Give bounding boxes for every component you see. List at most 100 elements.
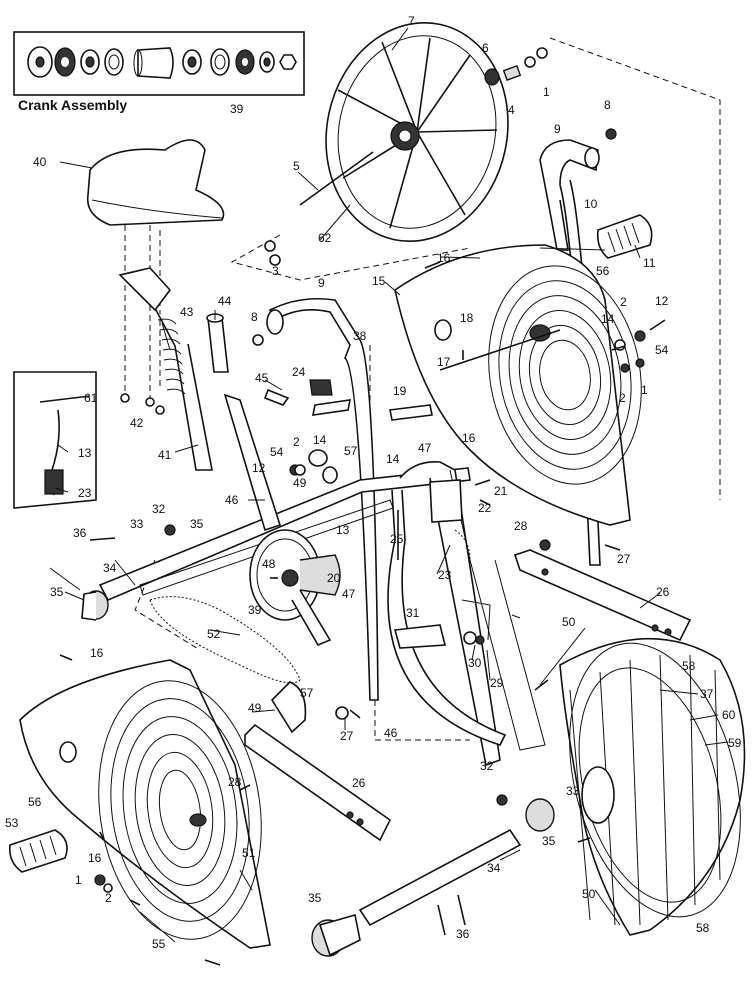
part-label-16: 16 [462, 431, 476, 445]
part-label-49: 49 [248, 701, 262, 715]
main-frame [81, 393, 546, 767]
part-label-38: 38 [353, 329, 367, 343]
part-label-40: 40 [33, 155, 47, 169]
leader-lines [49, 27, 729, 943]
part-label-35: 35 [190, 517, 204, 531]
part-label-3: 3 [272, 264, 279, 278]
part-label-1: 1 [641, 383, 648, 397]
part-label-16: 16 [437, 251, 451, 265]
part-label-36: 36 [456, 927, 470, 941]
crank-assembly-parts [27, 46, 297, 79]
part-label-27: 27 [617, 552, 631, 566]
part-label-49: 49 [293, 476, 307, 490]
part-label-37: 37 [700, 687, 714, 701]
part-label-35: 35 [308, 891, 322, 905]
seat-post [155, 309, 264, 471]
part-label-28: 28 [228, 775, 242, 789]
part-label-34: 34 [103, 561, 117, 575]
fasteners [59, 261, 666, 966]
right-shroud [394, 244, 642, 526]
part-label-36: 36 [73, 526, 87, 540]
flywheel-hardware [264, 47, 617, 266]
part-label-13: 13 [336, 523, 350, 537]
part-label-54: 54 [270, 445, 284, 459]
left-handlebar [266, 297, 379, 701]
part-label-46: 46 [225, 493, 239, 507]
part-label-56: 56 [596, 264, 610, 278]
left-crank-arm [244, 681, 392, 842]
part-label-47: 47 [418, 441, 432, 455]
part-label-2: 2 [620, 295, 627, 309]
part-label-39: 39 [248, 603, 262, 617]
part-label-22: 22 [478, 501, 492, 515]
part-label-46: 46 [384, 726, 398, 740]
fan-wheel [559, 637, 746, 936]
part-label-16: 16 [90, 646, 104, 660]
part-label-14: 14 [601, 312, 615, 326]
part-label-10: 10 [584, 197, 598, 211]
part-label-42: 42 [130, 416, 144, 430]
part-label-31: 31 [406, 606, 420, 620]
part-label-48: 48 [262, 557, 276, 571]
part-label-33: 33 [130, 517, 144, 531]
part-label-58: 58 [696, 921, 710, 935]
part-label-16: 16 [88, 851, 102, 865]
part-label-23: 23 [438, 568, 452, 582]
part-label-53: 53 [5, 816, 19, 830]
part-label-17: 17 [437, 355, 451, 369]
part-label-24: 24 [292, 365, 306, 379]
part-label-50: 50 [562, 615, 576, 629]
part-label-61: 61 [84, 391, 98, 405]
part-label-55: 55 [152, 937, 166, 951]
part-label-35: 35 [50, 585, 64, 599]
left-pedal [8, 829, 113, 893]
part-label-18: 18 [460, 311, 474, 325]
part-label-27: 27 [340, 729, 354, 743]
part-label-26: 26 [656, 585, 670, 599]
part-label-13: 13 [78, 446, 92, 460]
part-label-5: 5 [293, 159, 300, 173]
part-label-47: 47 [342, 587, 356, 601]
part-label-45: 45 [255, 371, 269, 385]
front-bracket [393, 599, 491, 649]
part-label-58: 58 [682, 659, 696, 673]
part-label-2: 2 [619, 391, 626, 405]
part-label-12: 12 [655, 294, 669, 308]
front-stabilizer [311, 798, 555, 957]
part-label-59: 59 [728, 736, 742, 750]
part-label-50: 50 [582, 887, 596, 901]
part-label-29: 29 [490, 676, 504, 690]
part-label-32: 32 [480, 759, 494, 773]
part-label-19: 19 [393, 384, 407, 398]
part-label-14: 14 [313, 433, 327, 447]
part-label-4: 4 [508, 103, 515, 117]
part-label-8: 8 [251, 310, 258, 324]
part-label-35: 35 [542, 834, 556, 848]
part-label-62: 62 [318, 231, 332, 245]
part-label-26: 26 [352, 776, 366, 790]
tension-cable-inset [13, 371, 97, 509]
left-shroud [19, 659, 271, 949]
part-label-43: 43 [180, 305, 194, 319]
part-label-44: 44 [218, 294, 232, 308]
flywheel [325, 21, 509, 243]
part-label-23: 23 [78, 486, 92, 500]
part-label-21: 21 [494, 484, 508, 498]
part-label-34: 34 [487, 861, 501, 875]
part-label-56: 56 [28, 795, 42, 809]
part-label-9: 9 [554, 122, 561, 136]
part-label-33: 33 [566, 784, 580, 798]
right-crank-arm [513, 549, 692, 642]
part-label-1: 1 [543, 85, 550, 99]
part-label-9: 9 [318, 276, 325, 290]
part-label-15: 15 [372, 274, 386, 288]
part-label-60: 60 [722, 708, 736, 722]
part-label-51: 51 [242, 846, 256, 860]
part-label-2: 2 [105, 891, 112, 905]
part-label-8: 8 [604, 98, 611, 112]
part-label-12: 12 [252, 461, 266, 475]
right-pedal [596, 214, 653, 259]
part-label-57: 57 [300, 686, 314, 700]
